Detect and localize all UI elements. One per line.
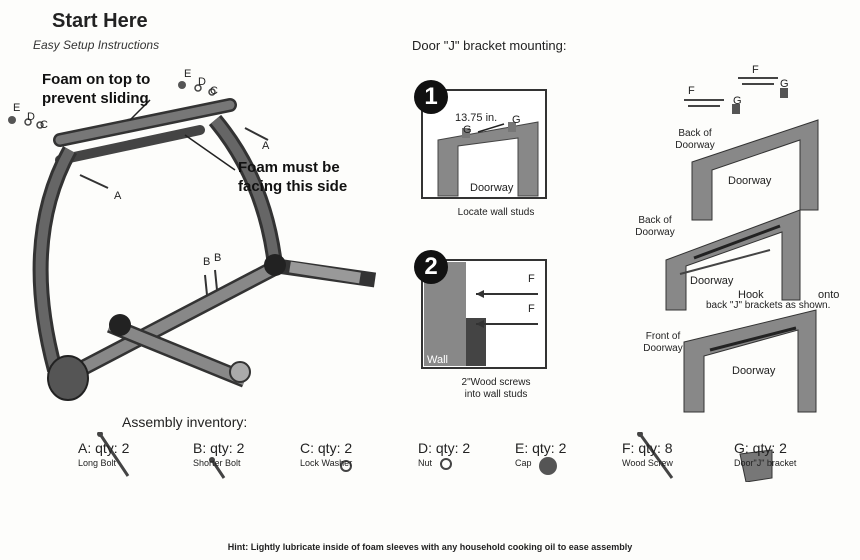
hook-text-2: onto [818, 289, 840, 301]
doorway-label-1: Doorway [728, 175, 772, 187]
doorway-label-3: Doorway [732, 365, 776, 377]
step1-doorway: Doorway [470, 182, 514, 194]
door-section-heading: Door "J" bracket mounting: [412, 38, 567, 53]
inventory-name-f: Wood Screw [622, 458, 673, 468]
pullup-bar-illustration [8, 81, 377, 401]
callout-foam-side-line1: Foam must be [238, 159, 340, 176]
doorway-label-2: Doorway [690, 275, 734, 287]
inventory-name-a: Long Bolt [78, 458, 117, 468]
hook-text-1: Hook [738, 289, 764, 301]
step1-badge: 1 [414, 80, 448, 114]
label-c-left: C [40, 119, 48, 131]
callout-foam-top-line1: Foam on top to [42, 71, 151, 88]
step2-caption-line1: 2"Wood screws [461, 377, 531, 388]
label-b-1: B [203, 256, 211, 268]
front-of-doorway-line1: Front of [645, 331, 681, 342]
step1-measure: 13.75 in. [455, 112, 498, 124]
right-label-f-2: F [752, 64, 759, 76]
callout-foam-top-line2: prevent sliding [42, 90, 149, 107]
right-label-f-1: F [688, 85, 695, 97]
back-of-doorway-2-line2: Doorway [635, 227, 675, 238]
label-e-left: E [13, 102, 21, 114]
label-e-right: E [184, 68, 192, 80]
hook-text-3: back "J" brackets as shown. [706, 300, 831, 311]
back-of-doorway-1: Back of Doorway [660, 128, 730, 152]
inventory-qty: D: qty: 2 [418, 440, 471, 456]
inventory-qty: G: qty: 2 [734, 440, 787, 456]
step1-bracket-right: G [512, 114, 521, 126]
back-of-doorway-1-line1: Back of [678, 128, 712, 139]
inventory-name-e: Cap [515, 458, 532, 468]
label-a-left: A [114, 190, 122, 202]
back-of-doorway-2: Back of Doorway [620, 215, 690, 239]
step1-caption: Locate wall studs [457, 207, 535, 218]
callout-foam-side: Foam must be facing this side [238, 158, 347, 196]
label-d-right: D [198, 76, 206, 88]
inventory-icons [97, 432, 773, 482]
back-of-doorway-2-line1: Back of [638, 215, 672, 226]
back-of-doorway-1-line2: Doorway [675, 140, 715, 151]
page-subtitle: Easy Setup Instructions [33, 38, 160, 52]
label-c-right: C [210, 85, 218, 97]
right-label-g-1: G [733, 95, 742, 107]
inventory-name-d: Nut [418, 458, 433, 468]
front-of-doorway-line2: Doorway [643, 343, 683, 354]
assembly-hint: Hint: Lightly lubricate inside of foam s… [227, 542, 633, 552]
step2-caption: 2"Wood screws into wall studs [436, 377, 556, 401]
inventory-qty: F: qty: 8 [622, 440, 673, 456]
inventory-name-c: Lock Washer [300, 458, 353, 468]
label-d-left: D [27, 111, 35, 123]
right-label-g-2: G [780, 78, 789, 90]
inventory-heading: Assembly inventory: [122, 414, 248, 430]
right-doorway-illustrations [665, 77, 819, 413]
step2-wall: Wall [427, 354, 448, 366]
inventory-qty: A: qty: 2 [78, 440, 130, 456]
step1-bracket-left: G [463, 124, 472, 136]
step2-badge: 2 [414, 250, 448, 284]
label-a-right: A [262, 140, 270, 152]
inventory-name-g: Door"J" bracket [734, 458, 797, 468]
front-of-doorway: Front of Doorway [628, 331, 698, 355]
page-title: Start Here [52, 10, 148, 32]
inventory-name-b: Shorter Bolt [193, 458, 241, 468]
step2-illustration [421, 259, 547, 369]
step2-screw-1: F [528, 273, 535, 285]
inventory-qty: E: qty: 2 [515, 440, 567, 456]
inventory-qty: C: qty: 2 [300, 440, 353, 456]
step2-screw-2: F [528, 303, 535, 315]
label-b-2: B [214, 252, 222, 264]
inventory-qty: B: qty: 2 [193, 440, 245, 456]
callout-foam-top: Foam on top to prevent sliding [42, 70, 150, 108]
step2-caption-line2: into wall studs [464, 389, 528, 400]
callout-foam-side-line2: facing this side [238, 178, 348, 195]
